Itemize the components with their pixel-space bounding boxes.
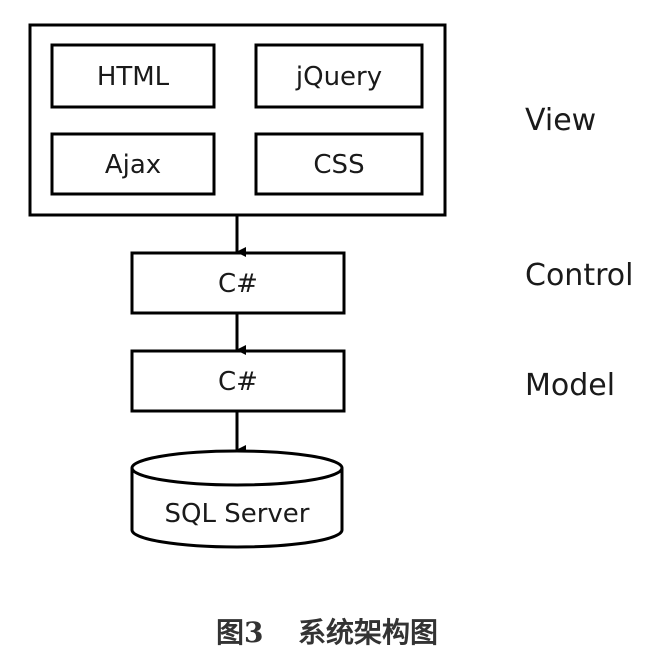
ajax-box xyxy=(50,132,216,196)
jquery-box xyxy=(254,43,424,109)
figure-title: 系统架构图 xyxy=(298,616,438,649)
database-label: SQL Server xyxy=(165,499,310,529)
view-layer-label: View xyxy=(525,103,596,138)
model-box-label: C# xyxy=(218,367,258,397)
database-cylinder-icon xyxy=(130,449,344,549)
css-label: CSS xyxy=(313,150,364,180)
ajax-label: Ajax xyxy=(105,150,161,180)
jquery-label: jQuery xyxy=(295,62,382,92)
figure-number: 图3 xyxy=(216,616,263,649)
control-box-label: C# xyxy=(218,269,258,299)
control-layer-label: Control xyxy=(525,258,633,293)
view-container xyxy=(28,23,447,217)
html-label: HTML xyxy=(97,62,170,92)
css-box xyxy=(254,132,424,196)
model-layer-label: Model xyxy=(525,368,615,403)
html-box xyxy=(50,43,216,109)
